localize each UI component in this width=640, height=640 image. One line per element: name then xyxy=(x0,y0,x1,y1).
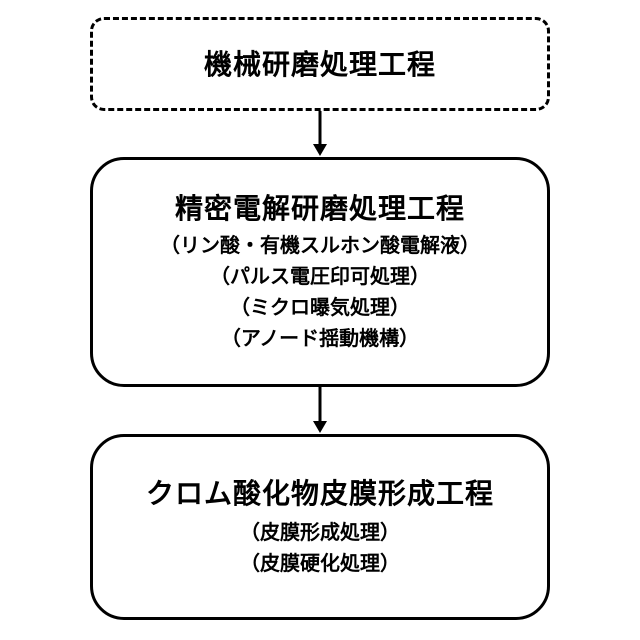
step-note: （皮膜形成処理） xyxy=(240,517,400,548)
step-title: クロム酸化物皮膜形成工程 xyxy=(146,476,494,511)
step-note: （パルス電圧印可処理） xyxy=(210,261,430,292)
step-title: 精密電解研磨処理工程 xyxy=(175,191,465,226)
step-note: （リン酸・有機スルホン酸電解液） xyxy=(160,230,480,261)
flow-arrow-1 xyxy=(0,111,640,157)
arrow-head xyxy=(313,144,327,156)
step-note: （アノード揺動機構） xyxy=(221,323,419,354)
step-title: 機械研磨処理工程 xyxy=(204,47,436,82)
step-electropolishing-box: 精密電解研磨処理工程 （リン酸・有機スルホン酸電解液） （パルス電圧印可処理） … xyxy=(90,157,550,387)
step-chromium-oxide-film-box: クロム酸化物皮膜形成工程 （皮膜形成処理） （皮膜硬化処理） xyxy=(90,434,550,620)
step-note: （ミクロ曝気処理） xyxy=(230,292,410,323)
arrow-head xyxy=(313,421,327,433)
flow-arrow-2 xyxy=(0,387,640,434)
step-note: （皮膜硬化処理） xyxy=(240,548,400,579)
step-mechanical-polishing-box: 機械研磨処理工程 xyxy=(90,17,550,111)
